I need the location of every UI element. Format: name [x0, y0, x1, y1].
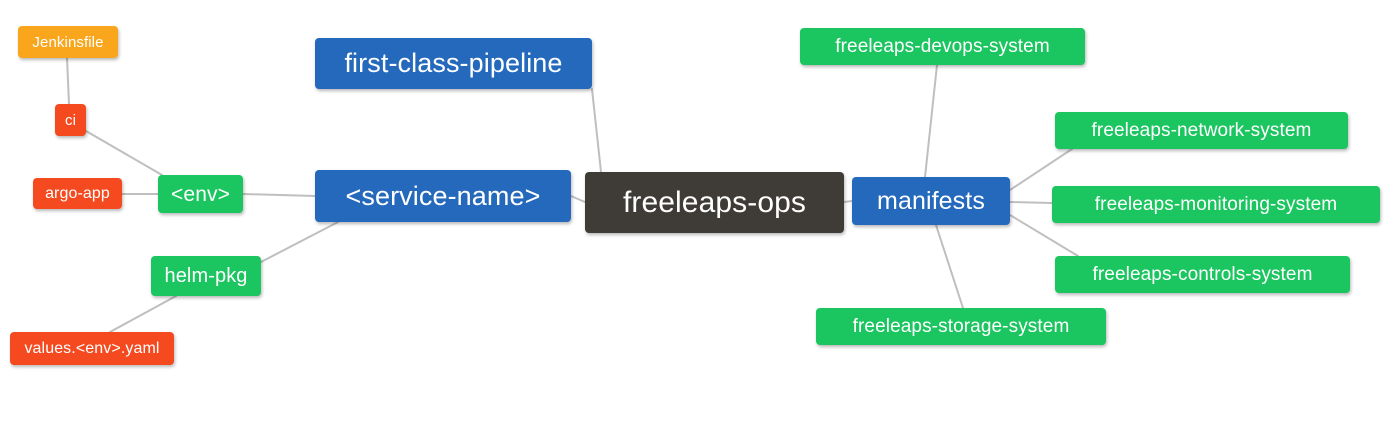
node-freeleaps-network-system[interactable]: freeleaps-network-system — [1055, 112, 1348, 149]
node-helm-pkg[interactable]: helm-pkg — [151, 256, 261, 296]
edge-manifests-network-system — [1009, 148, 1073, 191]
node-ci[interactable]: ci — [55, 104, 86, 136]
node-service-name[interactable]: <service-name> — [315, 170, 571, 222]
edge-service-name-env — [242, 193, 316, 197]
edge-root-manifests — [843, 200, 853, 203]
node-manifests[interactable]: manifests — [852, 177, 1010, 225]
edge-root-service-name — [570, 195, 586, 203]
node-jenkinsfile[interactable]: Jenkinsfile — [18, 26, 118, 58]
node-values-env-yaml[interactable]: values.<env>.yaml — [10, 332, 174, 365]
node-first-class-pipeline[interactable]: first-class-pipeline — [315, 38, 592, 89]
node-freeleaps-monitoring-system[interactable]: freeleaps-monitoring-system — [1052, 186, 1380, 223]
edge-ci-jenkinsfile — [66, 57, 70, 105]
node-freeleaps-controls-system[interactable]: freeleaps-controls-system — [1055, 256, 1350, 293]
node-root-freeleaps-ops[interactable]: freeleaps-ops — [585, 172, 844, 233]
node-freeleaps-storage-system[interactable]: freeleaps-storage-system — [816, 308, 1106, 345]
node-argo-app[interactable]: argo-app — [33, 178, 122, 209]
edge-manifests-monitoring-system — [1009, 201, 1053, 204]
edge-manifests-storage-system — [935, 224, 964, 309]
edge-service-name-helm-pkg — [260, 221, 339, 263]
edge-manifests-devops-system — [924, 64, 938, 178]
edge-root-first-class-pipeline — [591, 88, 602, 173]
node-freeleaps-devops-system[interactable]: freeleaps-devops-system — [800, 28, 1085, 65]
edge-helm-pkg-values-yaml — [109, 295, 177, 333]
node-env[interactable]: <env> — [158, 175, 243, 213]
edge-env-ci — [85, 130, 163, 176]
